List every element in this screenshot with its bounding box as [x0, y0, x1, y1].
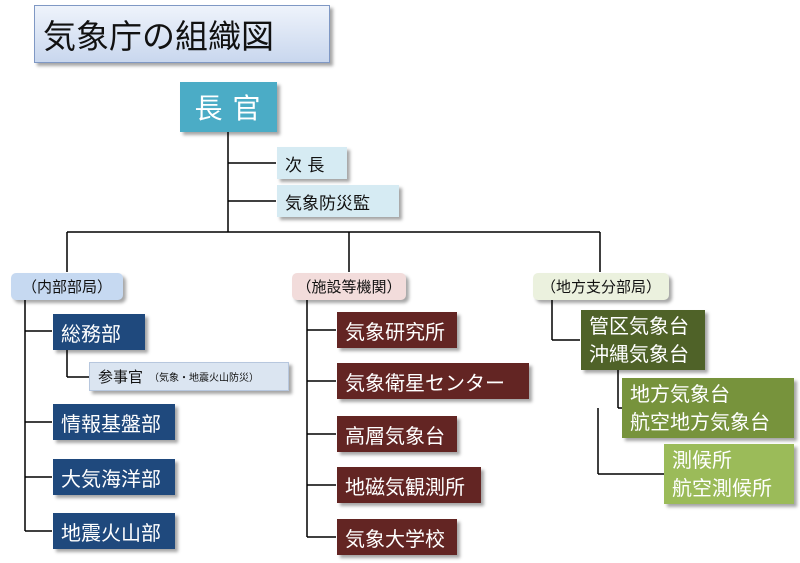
- okinawa-observatory-label: 沖縄気象台: [589, 342, 689, 366]
- councillor-note: （気象・地震火山防災）: [149, 373, 260, 384]
- facility-aerological-observatory: 高層気象台: [337, 416, 457, 452]
- category-internal: （内部部局）: [11, 273, 123, 300]
- dept-general-affairs: 総務部: [53, 314, 145, 350]
- weather-station-label: 測候所: [672, 448, 732, 472]
- facility-satellite-center: 気象衛星センター: [337, 363, 529, 399]
- aviation-local-observatory-label: 航空地方気象台: [630, 410, 770, 434]
- facility-research-institute: 気象研究所: [337, 312, 457, 348]
- facility-geomagnetic-observatory: 地磁気観測所: [337, 467, 481, 503]
- page-title: 気象庁の組織図: [34, 5, 330, 63]
- councillor-label: 参事官: [98, 368, 144, 386]
- aviation-weather-station-label: 航空測候所: [672, 476, 772, 500]
- regional-district-observatory: 管区気象台 沖縄気象台: [581, 310, 705, 370]
- facility-meteorological-college: 気象大学校: [337, 519, 457, 555]
- dept-seismology-volcanology: 地震火山部: [53, 513, 175, 549]
- regional-weather-station: 測候所 航空測候所: [664, 444, 794, 504]
- chief-box: 長官: [180, 82, 277, 132]
- councillor-box: 参事官 （気象・地震火山防災）: [89, 362, 289, 391]
- dept-information: 情報基盤部: [53, 404, 175, 440]
- district-observatory-label: 管区気象台: [589, 314, 689, 338]
- disaster-director-box: 気象防災監: [277, 185, 399, 217]
- regional-local-observatory: 地方気象台 航空地方気象台: [622, 378, 794, 438]
- category-facilities: （施設等機関）: [292, 273, 406, 300]
- dept-atmosphere-ocean: 大気海洋部: [53, 459, 175, 495]
- local-observatory-label: 地方気象台: [630, 382, 730, 406]
- deputy-chief-box: 次 長: [277, 147, 347, 179]
- category-regional: （地方支分部局）: [533, 273, 669, 300]
